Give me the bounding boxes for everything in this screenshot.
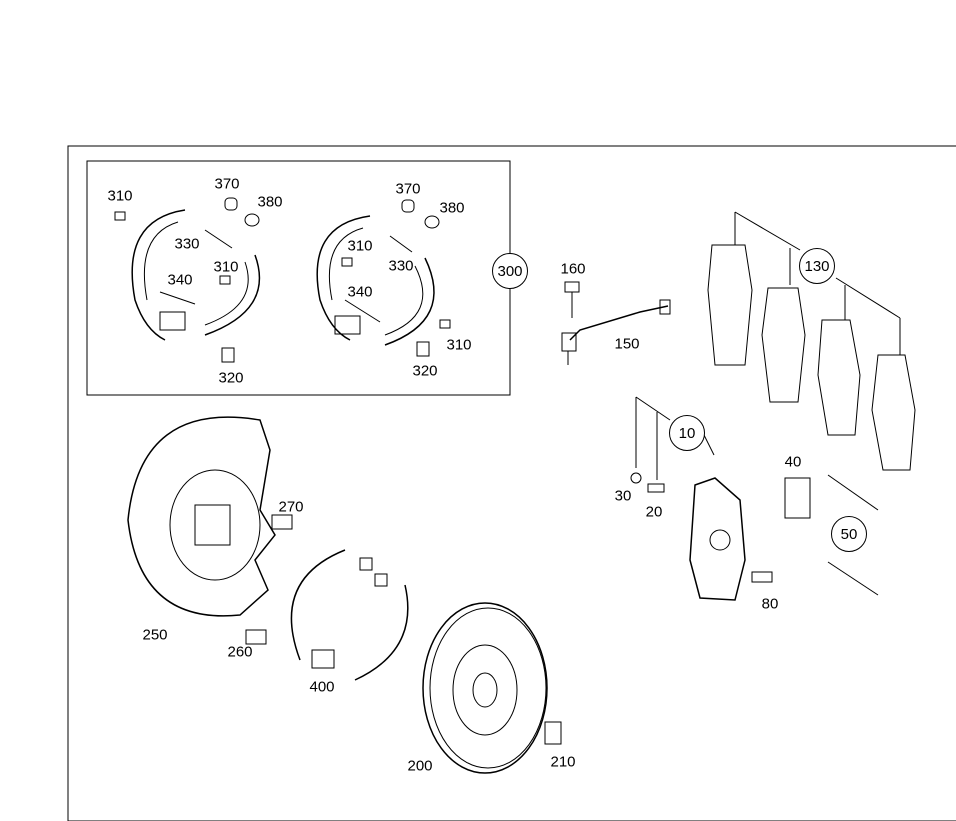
- part-label: 310: [446, 336, 472, 354]
- parking-brake-kit-box: [86, 160, 511, 396]
- part-label: 40: [784, 453, 802, 471]
- outer-frame: [67, 145, 956, 821]
- callout-10: 10: [669, 415, 705, 451]
- part-label: 400: [309, 678, 335, 696]
- part-label: 250: [142, 626, 168, 644]
- part-label: 370: [395, 180, 421, 198]
- part-label: 310: [347, 237, 373, 255]
- part-label: 210: [550, 753, 576, 771]
- part-label: 270: [278, 498, 304, 516]
- part-label: 160: [560, 260, 586, 278]
- bolt-160: [564, 281, 580, 318]
- brake-shoe-set-right: [316, 199, 451, 357]
- part-label: 320: [412, 362, 438, 380]
- caliper-10: [630, 396, 879, 601]
- part-label: 30: [614, 487, 632, 505]
- part-label: 310: [107, 187, 133, 205]
- part-label: 260: [227, 643, 253, 661]
- brake-pads-130: [707, 211, 916, 471]
- backing-plate-250: [127, 416, 293, 645]
- callout-300: 300: [492, 253, 528, 289]
- callout-50: 50: [831, 516, 867, 552]
- part-label: 80: [761, 595, 779, 613]
- brake-shoe-set-left: [114, 197, 261, 363]
- part-label: 330: [174, 235, 200, 253]
- part-label: 200: [407, 757, 433, 775]
- part-label: 150: [614, 335, 640, 353]
- part-label: 380: [439, 199, 465, 217]
- part-label: 340: [347, 283, 373, 301]
- wear-sensor-150: [561, 299, 671, 365]
- brake-disc-200: [422, 602, 562, 774]
- part-label: 320: [218, 369, 244, 387]
- part-label: 310: [213, 258, 239, 276]
- part-label: 340: [167, 271, 193, 289]
- parking-shoe-400: [290, 549, 409, 681]
- part-label: 330: [388, 257, 414, 275]
- part-label: 20: [645, 503, 663, 521]
- callout-130: 130: [799, 248, 835, 284]
- part-label: 370: [214, 175, 240, 193]
- part-label: 380: [257, 193, 283, 211]
